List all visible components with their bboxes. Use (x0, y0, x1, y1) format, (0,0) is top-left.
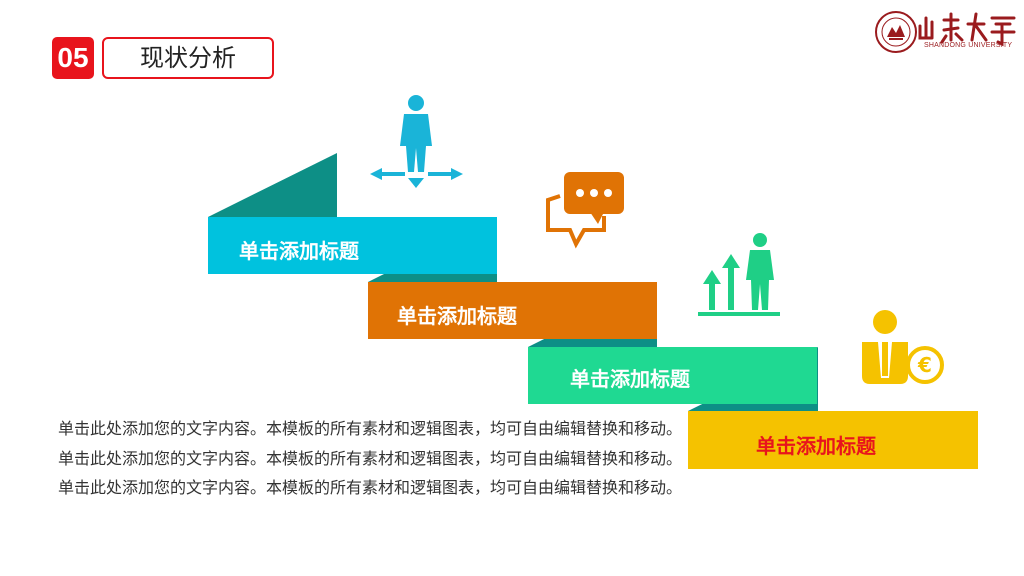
step-4-title[interactable]: 单击添加标题 (756, 434, 876, 458)
speech-bubble-icon (546, 172, 624, 249)
university-seal-icon (875, 11, 917, 53)
step-4-band (688, 411, 978, 469)
step-1-top-fold (208, 153, 337, 217)
step-3-title[interactable]: 单击添加标题 (570, 367, 690, 391)
svg-text:€: € (917, 353, 932, 377)
university-name-en: SHANDONG UNIVERSITY (924, 42, 1013, 49)
euro-person-icon: € (862, 310, 944, 384)
section-title: 现状分析 (102, 37, 274, 79)
step-1-band (208, 217, 497, 274)
calligraphy-logotype (918, 12, 1016, 47)
person-arrows-icon (370, 95, 463, 188)
body-paragraph[interactable]: 单击此处添加您的文字内容。本模板的所有素材和逻辑图表，均可自由编辑替换和移动。单… (58, 419, 683, 497)
step-2-band (368, 282, 657, 339)
growth-person-icon (698, 233, 780, 316)
step-1-title[interactable]: 单击添加标题 (239, 239, 359, 263)
step-2-title[interactable]: 单击添加标题 (397, 304, 517, 328)
section-number-badge: 05 (52, 37, 94, 79)
step-3-band (528, 347, 817, 404)
university-logo (875, 11, 1016, 53)
